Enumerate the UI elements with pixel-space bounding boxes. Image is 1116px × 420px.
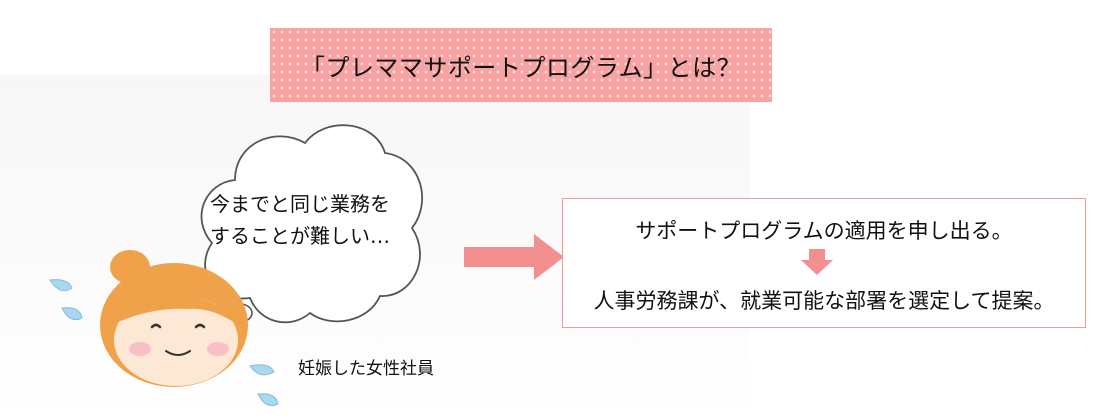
page-title: 「プレママサポートプログラム」とは？ [300,53,742,82]
worried-woman-icon [100,250,248,387]
woman-caption: 妊娠した女性社員 [298,359,434,379]
sweat-drop-icon [49,279,73,292]
sweat-drops [49,279,279,407]
step-apply: サポートプログラムの適用を申し出る。 [635,219,1013,243]
right-arrow-icon [464,234,564,280]
down-arrow-icon [801,249,833,275]
thought-bubble-text: 今までと同じ業務を することが難しい… [210,188,430,252]
sweat-drop-icon [257,393,279,407]
bubble-line-2: することが難しい… [210,224,390,248]
step-propose: 人事労務課が、就業可能な部署を選定して提案。 [593,289,1055,313]
sweat-drop-icon [61,307,83,321]
result-box: サポートプログラムの適用を申し出る。 人事労務課が、就業可能な部署を選定して提案… [562,198,1086,328]
title-banner: 「プレママサポートプログラム」とは？ [270,28,772,102]
sweat-drop-icon [249,364,275,376]
bubble-line-1: 今までと同じ業務を [210,192,390,216]
